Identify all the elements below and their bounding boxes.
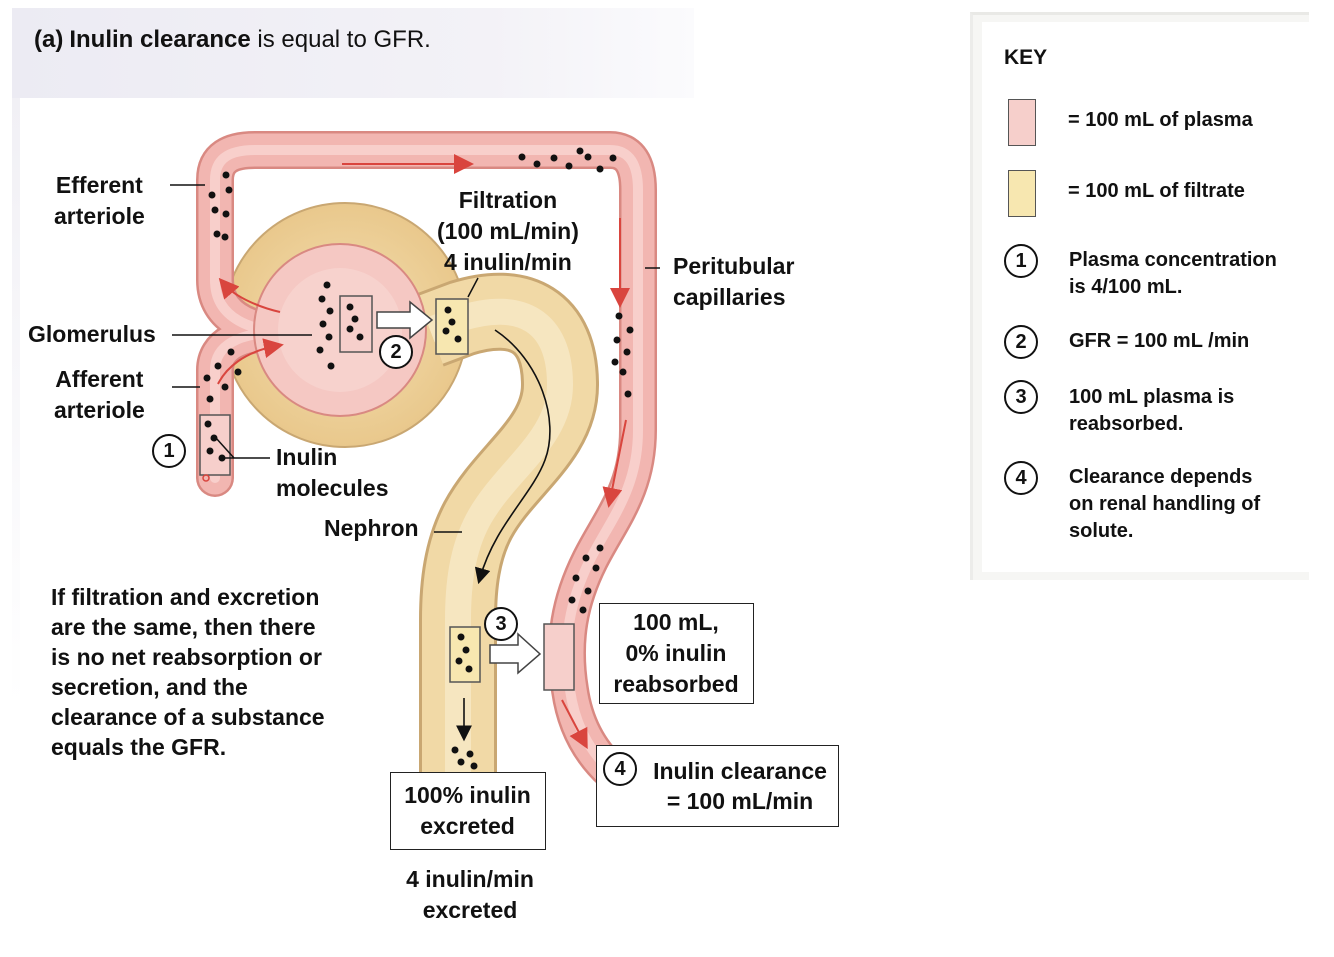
- explanation-text: If filtration and excretion are the same…: [51, 584, 325, 760]
- filtrate-sample-tubule: [449, 626, 481, 683]
- efferent-arteriole-label: Efferent arteriole: [54, 172, 145, 229]
- key-marker-2: 2: [1004, 325, 1038, 359]
- key-item-1-text: Plasma concentration is 4/100 mL.: [1069, 249, 1277, 298]
- excreted-box: 100% inulin excreted: [390, 772, 546, 850]
- key-title: KEY: [1004, 46, 1048, 69]
- title-band: [12, 8, 694, 98]
- reabsorbed-box-text: 100 mL, 0% inulin reabsorbed: [613, 609, 739, 697]
- excreted-rate-label: 4 inulin/min excreted: [406, 866, 534, 923]
- peritubular-capillaries-label: Peritubular capillaries: [673, 253, 795, 310]
- marker-4: 4: [603, 752, 637, 786]
- plasma-sample-glomerulus: [339, 295, 373, 353]
- title-rest: is equal to GFR.: [250, 26, 431, 53]
- plasma-swatch: [1008, 99, 1036, 146]
- reabsorption-transfer-arrow: [489, 632, 542, 675]
- plasma-sample-afferent: [199, 414, 231, 482]
- filtrate-sample: [435, 298, 469, 355]
- key-marker-1: 1: [1004, 244, 1038, 278]
- clearance-box: Inulin clearance = 100 mL/min: [596, 745, 839, 827]
- filtrate-key-text: = 100 mL of filtrate: [1068, 180, 1245, 202]
- leader-lines: [170, 184, 660, 533]
- marker-2: 2: [379, 335, 413, 369]
- clearance-box-text: Inulin clearance = 100 mL/min: [653, 758, 827, 814]
- tubular-flow-arrow: [456, 329, 551, 742]
- title-bold: Inulin clearance: [69, 26, 251, 53]
- figure-tag: (a): [34, 26, 64, 53]
- marker-1: 1: [152, 434, 186, 468]
- key-item-2-text: GFR = 100 mL /min: [1069, 330, 1250, 352]
- plasma-key-text: = 100 mL of plasma: [1068, 109, 1253, 131]
- reabsorbed-box: 100 mL, 0% inulin reabsorbed: [599, 603, 754, 704]
- plasma-sample-reabsorbed: [543, 623, 575, 691]
- glomerulus-label: Glomerulus: [28, 321, 156, 347]
- afferent-arteriole-label: Afferent arteriole: [54, 366, 145, 423]
- inulin-molecules: [203, 147, 634, 770]
- marker-3: 3: [484, 607, 518, 641]
- key-item-4-text: Clearance depends on renal handling of s…: [1069, 466, 1261, 542]
- excreted-box-text: 100% inulin excreted: [404, 782, 531, 839]
- key-marker-4: 4: [1004, 461, 1038, 495]
- frame-edge: [12, 98, 20, 708]
- nephron-tubule: [416, 272, 600, 772]
- filtration-label: Filtration (100 mL/min) 4 inulin/min: [437, 187, 579, 275]
- figure-title: (a)Inulin clearance is equal to GFR.: [34, 26, 431, 54]
- nephron-label: Nephron: [324, 515, 419, 541]
- key-marker-3: 3: [1004, 380, 1038, 414]
- filtrate-swatch: [1008, 170, 1036, 217]
- filtration-transfer-arrow: [376, 300, 434, 340]
- blood-flow-arrows: [217, 154, 630, 750]
- key-item-3-text: 100 mL plasma is reabsorbed.: [1069, 386, 1235, 435]
- inulin-molecules-label: Inulin molecules: [276, 444, 389, 501]
